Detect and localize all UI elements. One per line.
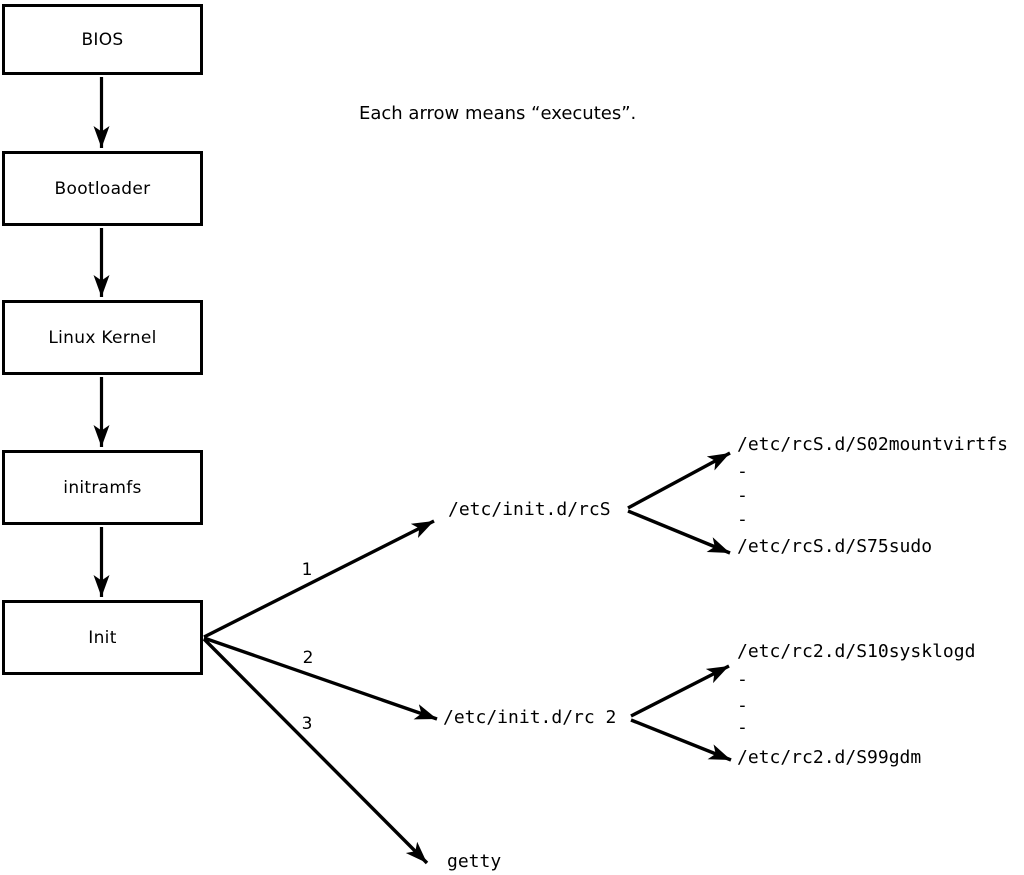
box-initramfs: initramfs xyxy=(2,450,203,525)
arrow-rcs-to-s75sudo xyxy=(627,509,731,555)
box-init-label: Init xyxy=(88,627,117,648)
rc2-script-s10sysklogd: /etc/rc2.d/S10sysklogd xyxy=(737,641,976,662)
arrow-init-to-getty xyxy=(202,637,429,865)
arrow-init-to-rcs xyxy=(203,519,435,639)
fan-label-2: 2 xyxy=(302,648,314,668)
box-linux-kernel-label: Linux Kernel xyxy=(48,327,157,348)
legend-note: Each arrow means “executes”. xyxy=(359,103,637,124)
rcs-script-ellipsis-dash: - xyxy=(737,485,748,506)
fan-label-1: 1 xyxy=(301,560,313,580)
box-linux-kernel: Linux Kernel xyxy=(2,300,203,375)
target-getty: getty xyxy=(447,851,502,872)
rcs-script-ellipsis-dash: - xyxy=(737,461,748,482)
arrow-rcs-to-s02mountvirtfs xyxy=(627,451,731,510)
rc2-script-s99gdm: /etc/rc2.d/S99gdm xyxy=(737,747,922,768)
target-rcs: /etc/init.d/rcS xyxy=(448,499,611,520)
arrow-rc2-to-s99gdm xyxy=(630,718,732,762)
rcs-script-s02mountvirtfs: /etc/rcS.d/S02mountvirtfs xyxy=(737,434,1008,455)
target-rc2: /etc/init.d/rc 2 xyxy=(443,707,617,728)
rc2-script-ellipsis-dash: - xyxy=(737,695,748,716)
fan-label-3: 3 xyxy=(301,714,313,734)
box-initramfs-label: initramfs xyxy=(63,477,142,498)
arrow-rc2-to-s10sysklogd xyxy=(630,664,730,718)
rc2-script-ellipsis-dash: - xyxy=(737,669,748,690)
box-bios-label: BIOS xyxy=(81,29,124,50)
rcs-script-s75sudo: /etc/rcS.d/S75sudo xyxy=(737,536,933,557)
box-bootloader: Bootloader xyxy=(2,151,203,226)
arrow-init-to-rc2 xyxy=(203,636,438,721)
box-bootloader-label: Bootloader xyxy=(54,178,151,199)
rcs-script-ellipsis-dash: - xyxy=(737,509,748,530)
box-bios: BIOS xyxy=(2,4,203,75)
rc2-script-ellipsis-dash: - xyxy=(737,717,748,738)
box-init: Init xyxy=(2,600,203,675)
